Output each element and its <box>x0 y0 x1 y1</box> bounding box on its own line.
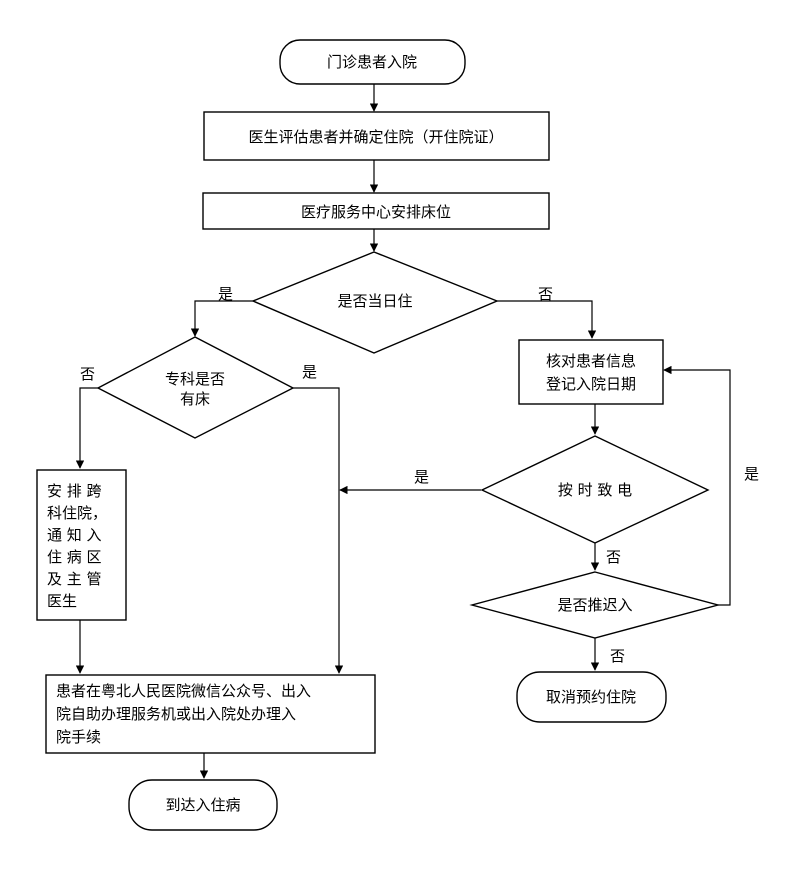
postpone-decision-label: 是否推迟入 <box>557 596 632 614</box>
procedure-node <box>45 674 376 754</box>
call-decision <box>480 435 710 544</box>
arrange-bed-node <box>202 192 550 230</box>
dept-bed-decision <box>96 336 295 439</box>
call-decision-label: 按 时 致 电 <box>558 481 632 499</box>
cross-dept-label-4: 住 病 区 <box>47 548 102 566</box>
verify-node-label-1: 核对患者信息 <box>546 352 636 370</box>
start-node-label: 门诊患者入院 <box>327 53 417 71</box>
edge-postpone-yes <box>663 365 731 606</box>
arrive-node-label: 到达入住病 <box>165 796 240 814</box>
edges <box>75 84 731 779</box>
edge-dept-no <box>75 387 98 469</box>
arrive-node <box>128 779 278 831</box>
start-node <box>279 39 466 85</box>
same-day-decision <box>251 251 499 354</box>
cross-dept-label-5: 及 主 管 <box>47 570 102 588</box>
edge-label-postpone-no: 否 <box>610 647 625 665</box>
same-day-decision-label: 是否当日住 <box>337 292 412 310</box>
dept-bed-decision-label-2: 有床 <box>180 390 210 408</box>
edge-label-sameday-no: 否 <box>538 285 553 303</box>
cross-dept-label-3: 通 知 入 <box>47 526 102 544</box>
cross-dept-node <box>36 469 127 621</box>
edge-sameday-no <box>497 300 597 339</box>
assess-node <box>203 111 550 161</box>
verify-node <box>518 339 664 405</box>
edge-label-dept-yes: 是 <box>302 363 317 381</box>
edge-label-call-yes: 是 <box>414 468 429 486</box>
cancel-node <box>516 671 667 723</box>
cross-dept-label-1: 安 排 跨 <box>47 482 102 500</box>
assess-node-label: 医生评估患者并确定住院（开住院证） <box>248 128 503 146</box>
cross-dept-label-2: 科住院， <box>47 504 107 522</box>
procedure-label-2: 院自助办理服务机或出入院处办理入 <box>56 705 296 723</box>
verify-node-label-2: 登记入院日期 <box>546 375 636 393</box>
procedure-label-3: 院手续 <box>56 728 101 746</box>
edge-label-postpone-yes: 是 <box>744 465 759 483</box>
cross-dept-label-6: 医生 <box>47 592 77 610</box>
procedure-label-1: 患者在粤北人民医院微信公众号、出入 <box>56 682 311 700</box>
edge-dept-yes <box>293 387 344 674</box>
postpone-decision <box>469 571 721 639</box>
edge-sameday-yes <box>190 300 253 337</box>
cancel-node-label: 取消预约住院 <box>546 688 636 706</box>
arrange-bed-node-label: 医疗服务中心安排床位 <box>301 203 451 221</box>
edge-label-dept-no: 否 <box>80 365 95 383</box>
dept-bed-decision-label-1: 专科是否 <box>165 370 225 388</box>
edge-label-call-no: 否 <box>606 548 621 566</box>
edge-label-sameday-yes: 是 <box>218 285 233 303</box>
